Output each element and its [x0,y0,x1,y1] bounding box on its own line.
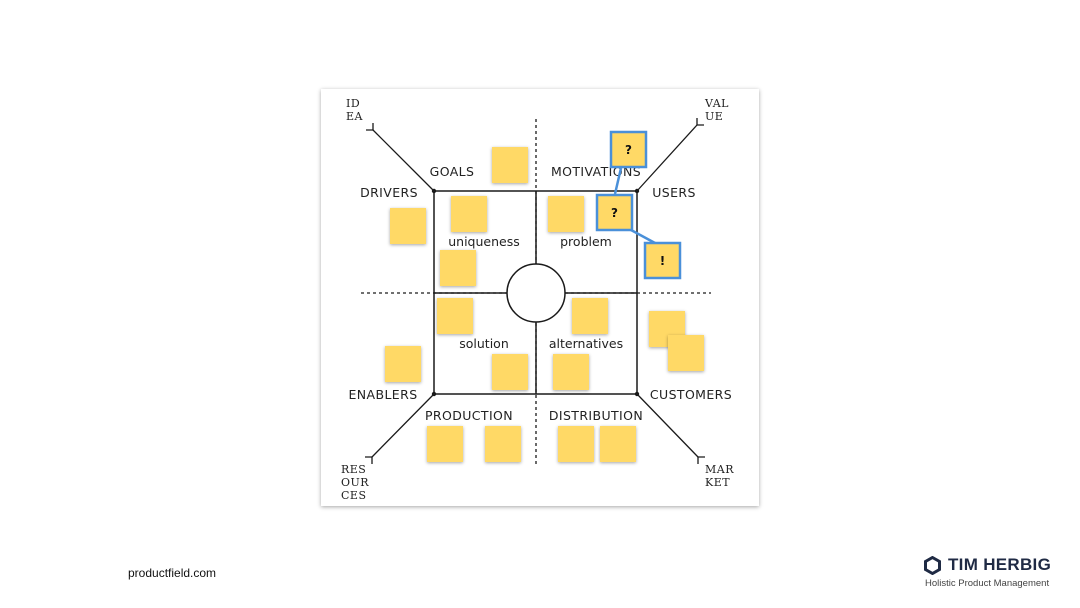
svg-text:UE: UE [705,110,723,123]
svg-text:VAL: VAL [704,97,729,110]
diagonal-bottom-left [371,393,435,458]
sticky-note[interactable] [492,147,528,183]
center-circle [506,263,566,323]
tick-bottom-left [365,456,373,464]
corner-label-resources: RES OUR CES [341,463,369,502]
corner-label-value: VAL UE [704,97,729,123]
diagonal-top-left [372,129,435,192]
question-note-middle[interactable]: ? [595,193,634,232]
diagonal-lines [365,118,705,464]
sticky-note[interactable] [485,426,521,462]
sticky-note[interactable] [451,196,487,232]
segment-label-users: USERS [652,185,696,200]
product-field-canvas: GOALS MOTIVATIONS DRIVERS USERS ENABLERS… [321,89,759,506]
svg-text:CES: CES [341,489,366,502]
connector-line [630,228,656,245]
segment-label-drivers: DRIVERS [360,185,418,200]
quadrant-label-solution: solution [459,336,509,351]
diagonal-top-right [636,124,698,192]
footer-url[interactable]: productfield.com [128,566,217,580]
sticky-note[interactable] [437,298,473,334]
sticky-note[interactable] [440,250,476,286]
corner-label-idea: ID EA [346,97,364,123]
corner-dots [431,188,640,397]
segment-label-goals: GOALS [430,164,475,179]
brand-name: TIM HERBIG [948,555,1052,574]
sticky-note[interactable] [427,426,463,462]
svg-text:MAR: MAR [705,463,734,476]
sticky-note[interactable] [600,426,636,462]
svg-text:?: ? [625,143,632,157]
sticky-note[interactable] [390,208,426,244]
svg-text:!: ! [660,254,665,268]
sticky-notes [385,147,704,462]
tick-top-left [366,123,374,131]
svg-text:OUR: OUR [341,476,369,489]
sticky-note[interactable] [558,426,594,462]
sticky-note[interactable] [572,298,608,334]
segment-label-production: PRODUCTION [425,408,513,423]
canvas-diagram: GOALS MOTIVATIONS DRIVERS USERS ENABLERS… [341,97,734,502]
tick-bottom-right [697,456,705,464]
svg-text:ID: ID [346,97,360,110]
diagonal-bottom-right [636,393,699,458]
segment-label-enablers: ENABLERS [348,387,417,402]
quadrant-label-uniqueness: uniqueness [448,234,520,249]
tick-top-right [696,118,704,126]
hexagon-logo-icon [924,556,941,575]
svg-text:KET: KET [705,476,730,489]
segment-label-customers: CUSTOMERS [650,387,732,402]
quadrant-label-alternatives: alternatives [549,336,623,351]
svg-text:?: ? [611,206,618,220]
connector-line [613,167,623,195]
svg-text:RES: RES [341,463,366,476]
quadrant-label-problem: problem [560,234,612,249]
sticky-note[interactable] [668,335,704,371]
exclamation-note[interactable]: ! [643,241,682,280]
brand-tagline: Holistic Product Management [925,578,1050,589]
highlighted-notes: ? ? ! [595,130,682,280]
sticky-note[interactable] [385,346,421,382]
svg-text:EA: EA [346,110,364,123]
sticky-note[interactable] [553,354,589,390]
question-note-top[interactable]: ? [609,130,648,169]
sticky-note[interactable] [548,196,584,232]
segment-label-distribution: DISTRIBUTION [549,408,643,423]
sticky-note[interactable] [492,354,528,390]
corner-label-market: MAR KET [705,463,734,489]
